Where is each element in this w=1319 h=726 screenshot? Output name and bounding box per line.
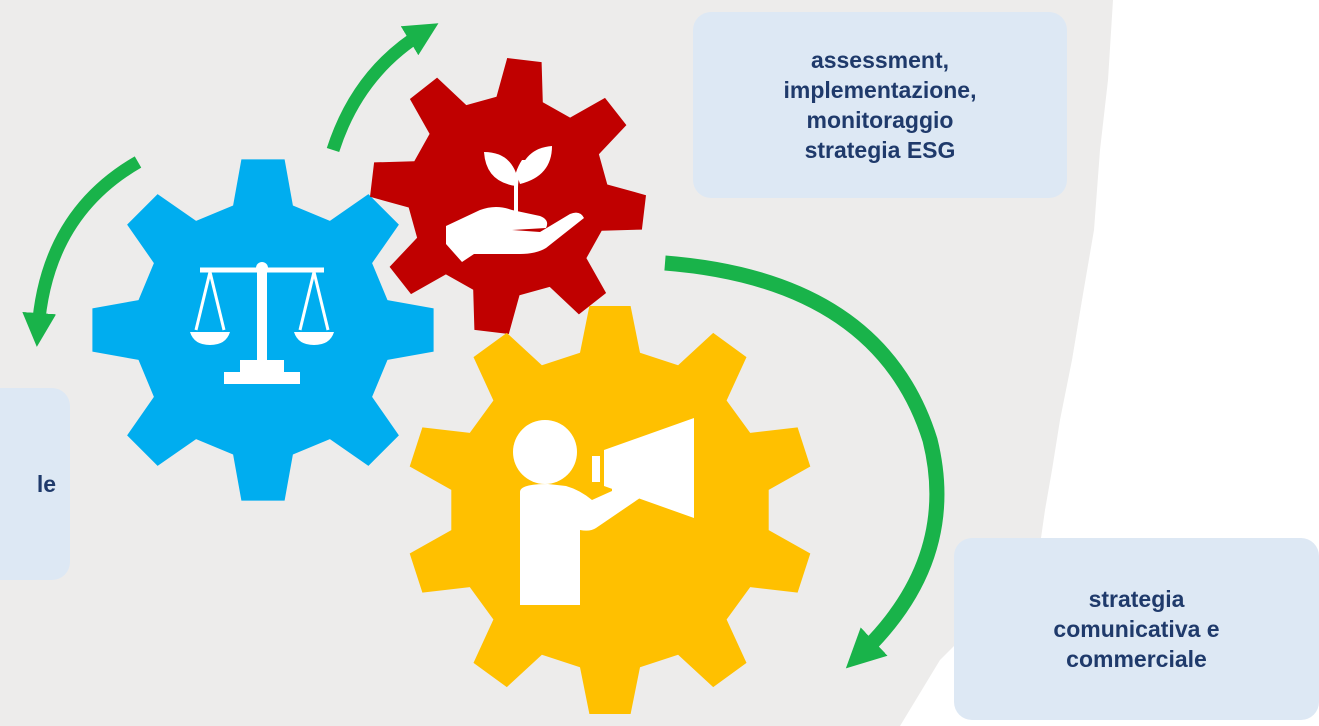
legal-label-box-partial: le [0, 388, 70, 580]
megaphone-person-icon [513, 418, 694, 605]
esg-label-line-4: strategia ESG [804, 137, 956, 163]
gear-esg [370, 58, 646, 334]
legal-label-partial: le [36, 471, 56, 497]
arrow-right [664, 255, 945, 669]
comm-label-line-2: comunicativa e [1053, 616, 1220, 642]
esg-label-line-1: assessment, [810, 47, 950, 73]
comm-label-line-1: strategia [1088, 586, 1185, 612]
communication-label-box: strategia comunicativa e commerciale [954, 538, 1319, 720]
esg-label-box: assessment, implementazione, monitoraggi… [693, 12, 1067, 198]
plant-in-hand-icon [446, 146, 584, 262]
arrow-left [22, 156, 142, 347]
scales-icon [190, 262, 334, 384]
comm-label-line-3: commerciale [1066, 646, 1207, 672]
esg-label-line-2: implementazione, [783, 77, 977, 103]
esg-label-line-3: monitoraggio [806, 107, 954, 133]
arrow-top [326, 23, 439, 152]
